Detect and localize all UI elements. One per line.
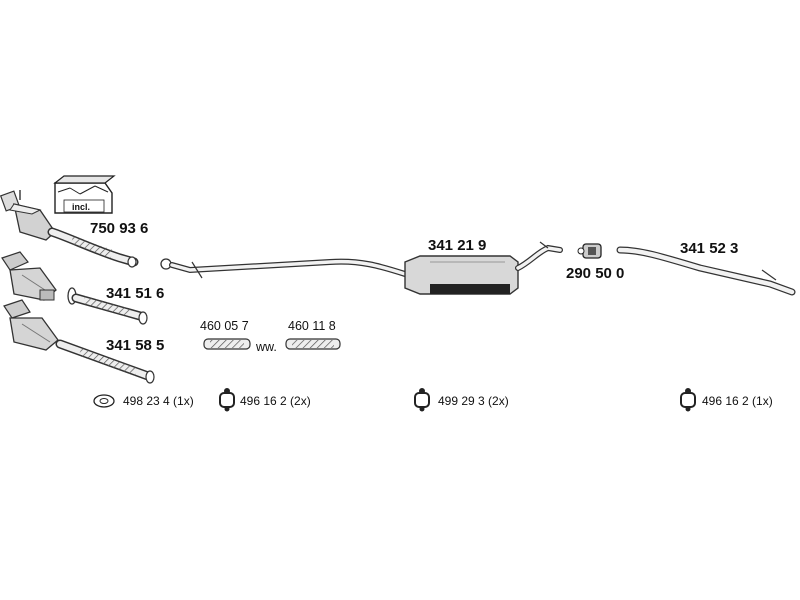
- part-number-front-pipe-b: 341 58 5: [106, 337, 165, 354]
- front-pipe-341-58-5-icon: [55, 339, 155, 384]
- part-number-flex-b: 460 11 8: [288, 319, 336, 333]
- incl-badge: incl.: [72, 202, 91, 212]
- hardware-mount-c-label: 496 16 2 (1x): [702, 394, 773, 408]
- part-number-front-pipe-a: 341 51 6: [106, 285, 165, 302]
- part-number-tail-pipe: 341 52 3: [680, 240, 739, 257]
- front-pipe-341-51-6-icon: [67, 287, 148, 325]
- rubber-mount-icon: [680, 388, 696, 412]
- ww-note: ww.: [256, 340, 277, 354]
- middle-pipe-icon: [160, 258, 408, 279]
- parts-kit-box-icon: [53, 175, 116, 214]
- part-number-clamp: 290 50 0: [566, 265, 625, 282]
- flex-pipe-460-05-7-icon: [203, 338, 251, 350]
- middle-silencer-icon: [404, 241, 563, 295]
- tail-pipe-icon: [616, 246, 796, 296]
- part-number-middle-silencer: 341 21 9: [428, 237, 487, 254]
- part-number-flex-a: 460 05 7: [200, 319, 249, 333]
- catalytic-converter-with-pipe-icon: [0, 190, 139, 268]
- rubber-mount-icon: [219, 388, 235, 412]
- hardware-mount-a-label: 496 16 2 (2x): [240, 394, 311, 408]
- catalytic-converter-lower-icon: [3, 299, 59, 351]
- flex-pipe-460-11-8-icon: [285, 338, 341, 350]
- pipe-clamp-icon: [577, 243, 602, 259]
- part-number-cat-kit: 750 93 6: [90, 220, 149, 237]
- gasket-icon: [93, 394, 115, 408]
- hardware-mount-b-label: 499 29 3 (2x): [438, 394, 509, 408]
- rubber-mount-icon: [414, 388, 430, 412]
- catalytic-converter-icon: [1, 251, 57, 301]
- hardware-gasket-label: 498 23 4 (1x): [123, 394, 194, 408]
